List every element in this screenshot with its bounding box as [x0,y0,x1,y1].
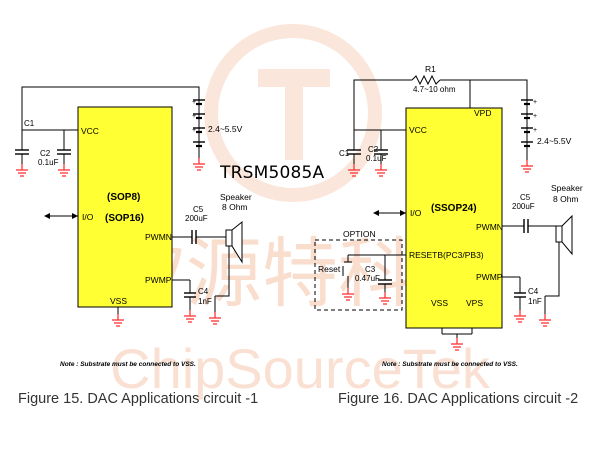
fig1-c1-label: C1 [24,119,35,128]
fig2-chip [405,107,503,329]
fig2-c5-value: 200uF [512,202,535,211]
fig1-pin-pwmn: PWMN [145,232,172,242]
fig2-r1-value: 4.7~10 ohm [413,85,456,94]
fig2-c4-value: 1nF [528,297,542,306]
fig1-note: Note : Substrate must be connected to VS… [60,361,196,368]
fig2-pin-vcc: VCC [409,125,427,135]
fig1-c4-label: C4 [198,287,209,296]
fig2-pin-resetb: RESETB(PC3/PB3) [409,250,484,260]
fig2-pin-pwmp: PWMP [476,272,503,282]
fig2-pin-vss: VSS [431,298,448,308]
fig1-speaker-icon [225,229,233,247]
fig2-speaker-value: 8 Ohm [553,194,579,204]
watermark-en: ChipSourceTek [110,337,491,400]
fig1-pin-vcc: VCC [81,126,99,136]
fig2-r1-label: R1 [425,64,436,74]
fig2-c2-value: 0.1uF [366,154,387,163]
fig2-c3-label: C3 [365,265,376,274]
fig1-c5-value: 200uF [185,214,208,223]
svg-text:+: + [192,99,196,106]
product-title: TRSM5085A [220,163,325,183]
svg-text:+: + [533,127,537,134]
fig1-c4-value: 1nF [198,297,212,306]
fig2-note: Note : Substrate must be connected to VS… [382,361,518,368]
fig2-pin-pwmn: PWMN [476,222,503,232]
fig1-c2-value: 0.1uF [38,158,59,167]
fig2-reset-label: Reset [318,264,341,274]
fig1-chip-label-2: (SOP16) [105,213,144,224]
fig1-speaker-value: 8 Ohm [222,202,248,212]
fig1-speaker-label: Speaker [220,192,252,202]
svg-text:+: + [192,113,196,120]
fig2-speaker-label: Speaker [551,183,583,193]
fig2-c5-label: C5 [520,193,531,202]
fig1-c2-label: C2 [40,149,51,158]
fig1-pin-pwmp: PWMP [145,275,172,285]
fig2-pin-vps: VPS [466,298,483,308]
fig2-c2-label: C2 [368,145,379,154]
svg-text:+: + [533,99,537,106]
fig2-speaker-icon [555,225,563,243]
fig2-option-label: OPTION [343,229,376,239]
fig1-chip-label-1: (SOP8) [107,192,140,203]
fig2-title: Figure 16. DAC Applications circuit -2 [338,391,578,407]
fig1-c5-label: C5 [193,205,204,214]
fig1-pin-vss: VSS [110,296,127,306]
fig2-pin-vpd: VPD [474,108,491,118]
fig2-c1-label: C1 [339,149,350,158]
svg-text:+: + [192,127,196,134]
fig2-c4-label: C4 [528,287,539,296]
fig2-option-box [314,239,403,311]
figure-2-circuit: + + + [314,64,583,368]
fig1-supply-voltage: 2.4~5.5V [208,124,243,134]
fig1-pin-io: I/O [82,212,94,222]
svg-text:+: + [533,113,537,120]
watermark-logo-icon [204,24,382,202]
figure-1-circuit: + + + [15,86,252,368]
fig2-c3-value: 0.47uF [355,274,380,283]
fig1-chip [77,106,173,308]
fig1-title: Figure 15. DAC Applications circuit -1 [18,391,258,407]
fig2-pin-io: I/O [410,208,422,218]
fig2-supply-voltage: 2.4~5.5V [537,136,572,146]
fig2-chip-label: (SSOP24) [431,203,477,214]
